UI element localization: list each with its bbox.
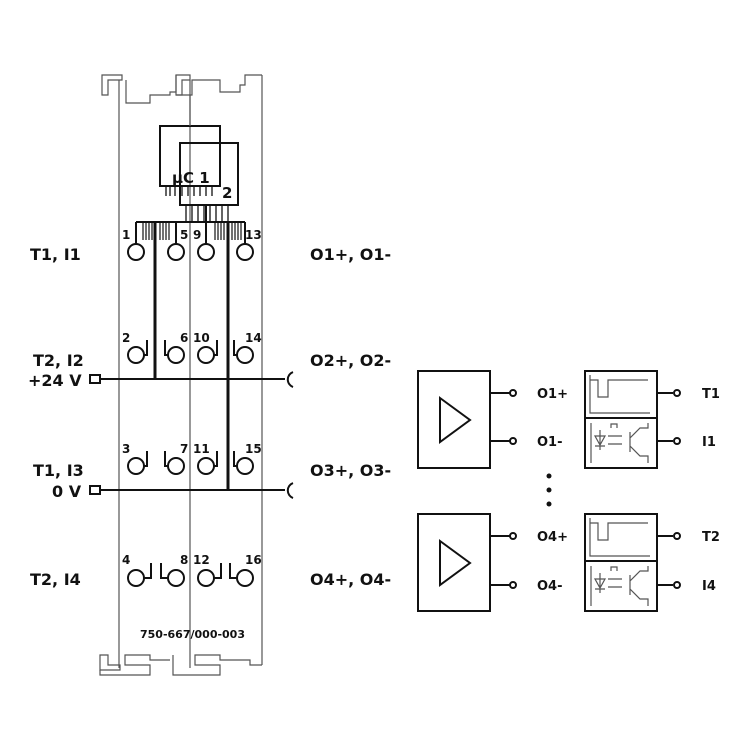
left-label-row4: T2, I4 (30, 570, 81, 589)
output-driver-box (417, 513, 491, 612)
terminal-number: 11 (193, 442, 210, 456)
terminal-row-3: 3 7 11 15 (122, 442, 262, 475)
schematic-out-plus-label: O1+ (537, 387, 568, 402)
left-label-row3: T1, I3 (33, 461, 84, 480)
terminal-row-1: 1 5 9 13 (122, 205, 262, 261)
schematic-out-minus-label: O1- (537, 435, 563, 450)
terminal-12[interactable] (197, 569, 215, 587)
power-bus-0v (89, 482, 294, 499)
optocoupler-icon (590, 566, 649, 606)
terminal-number: 14 (245, 331, 262, 345)
right-label-row2: O2+, O2- (310, 351, 391, 370)
terminal-2[interactable] (127, 346, 145, 364)
terminal-number: 10 (193, 331, 210, 345)
module-housing (99, 74, 263, 676)
schematic-test-label: T2 (702, 530, 720, 545)
terminal-9[interactable] (197, 243, 215, 261)
ellipsis-dots (546, 473, 552, 507)
output-driver-box (417, 370, 491, 469)
schematic-out-minus-label: O4- (537, 579, 563, 594)
right-label-row1: O1+, O1- (310, 245, 391, 264)
terminal-number: 8 (180, 553, 188, 567)
terminal-number: 5 (180, 228, 188, 242)
terminal-number: 16 (245, 553, 262, 567)
left-label-row3-voltage: 0 V (52, 482, 82, 501)
left-label-row2-voltage: +24 V (28, 371, 82, 390)
terminal-number: 9 (193, 228, 201, 242)
terminal-number: 13 (245, 228, 262, 242)
amplifier-icon (439, 396, 472, 444)
terminal-16[interactable] (236, 569, 254, 587)
amplifier-icon (439, 539, 472, 587)
right-label-row4: O4+, O4- (310, 570, 391, 589)
terminal-11[interactable] (197, 457, 215, 475)
schematic-test-label: T1 (702, 387, 720, 402)
terminal-15[interactable] (236, 457, 254, 475)
terminal-number: 2 (122, 331, 130, 345)
uc1-label: µC 1 (172, 169, 210, 187)
terminal-row-2: 2 6 10 14 (122, 331, 262, 364)
terminal-8[interactable] (167, 569, 185, 587)
terminal-3[interactable] (127, 457, 145, 475)
schematic-input-label: I1 (702, 435, 716, 450)
module-id: 750-667/000-003 (140, 628, 245, 641)
input-box (584, 370, 658, 469)
uc2-label: 2 (222, 184, 232, 202)
terminal-1[interactable] (127, 243, 145, 261)
input-box (584, 513, 658, 612)
right-label-row3: O3+, O3- (310, 461, 391, 480)
terminal-number: 6 (180, 331, 188, 345)
terminal-row-4: 4 8 12 16 (122, 553, 262, 587)
terminal-6[interactable] (167, 346, 185, 364)
microcontroller-block: µC 1 2 (136, 95, 245, 240)
terminal-number: 12 (193, 553, 210, 567)
optocoupler-icon (590, 423, 649, 463)
schematic-block-1: O1+ O1- T1 I1 (417, 370, 720, 469)
terminal-4[interactable] (127, 569, 145, 587)
terminal-number: 1 (122, 228, 130, 242)
schematic-input-label: I4 (702, 579, 716, 594)
terminal-10[interactable] (197, 346, 215, 364)
terminal-number: 4 (122, 553, 130, 567)
power-bus-24v (89, 371, 294, 388)
terminal-7[interactable] (167, 457, 185, 475)
terminal-number: 15 (245, 442, 262, 456)
schematic-block-2: O4+ O4- T2 I4 (417, 513, 720, 612)
schematic-out-plus-label: O4+ (537, 530, 568, 545)
left-label-row2: T2, I2 (33, 351, 84, 370)
terminal-number: 3 (122, 442, 130, 456)
terminal-5[interactable] (167, 243, 185, 261)
terminal-number: 7 (180, 442, 188, 456)
terminal-14[interactable] (236, 346, 254, 364)
terminal-13[interactable] (236, 243, 254, 261)
left-label-row1: T1, I1 (30, 245, 81, 264)
